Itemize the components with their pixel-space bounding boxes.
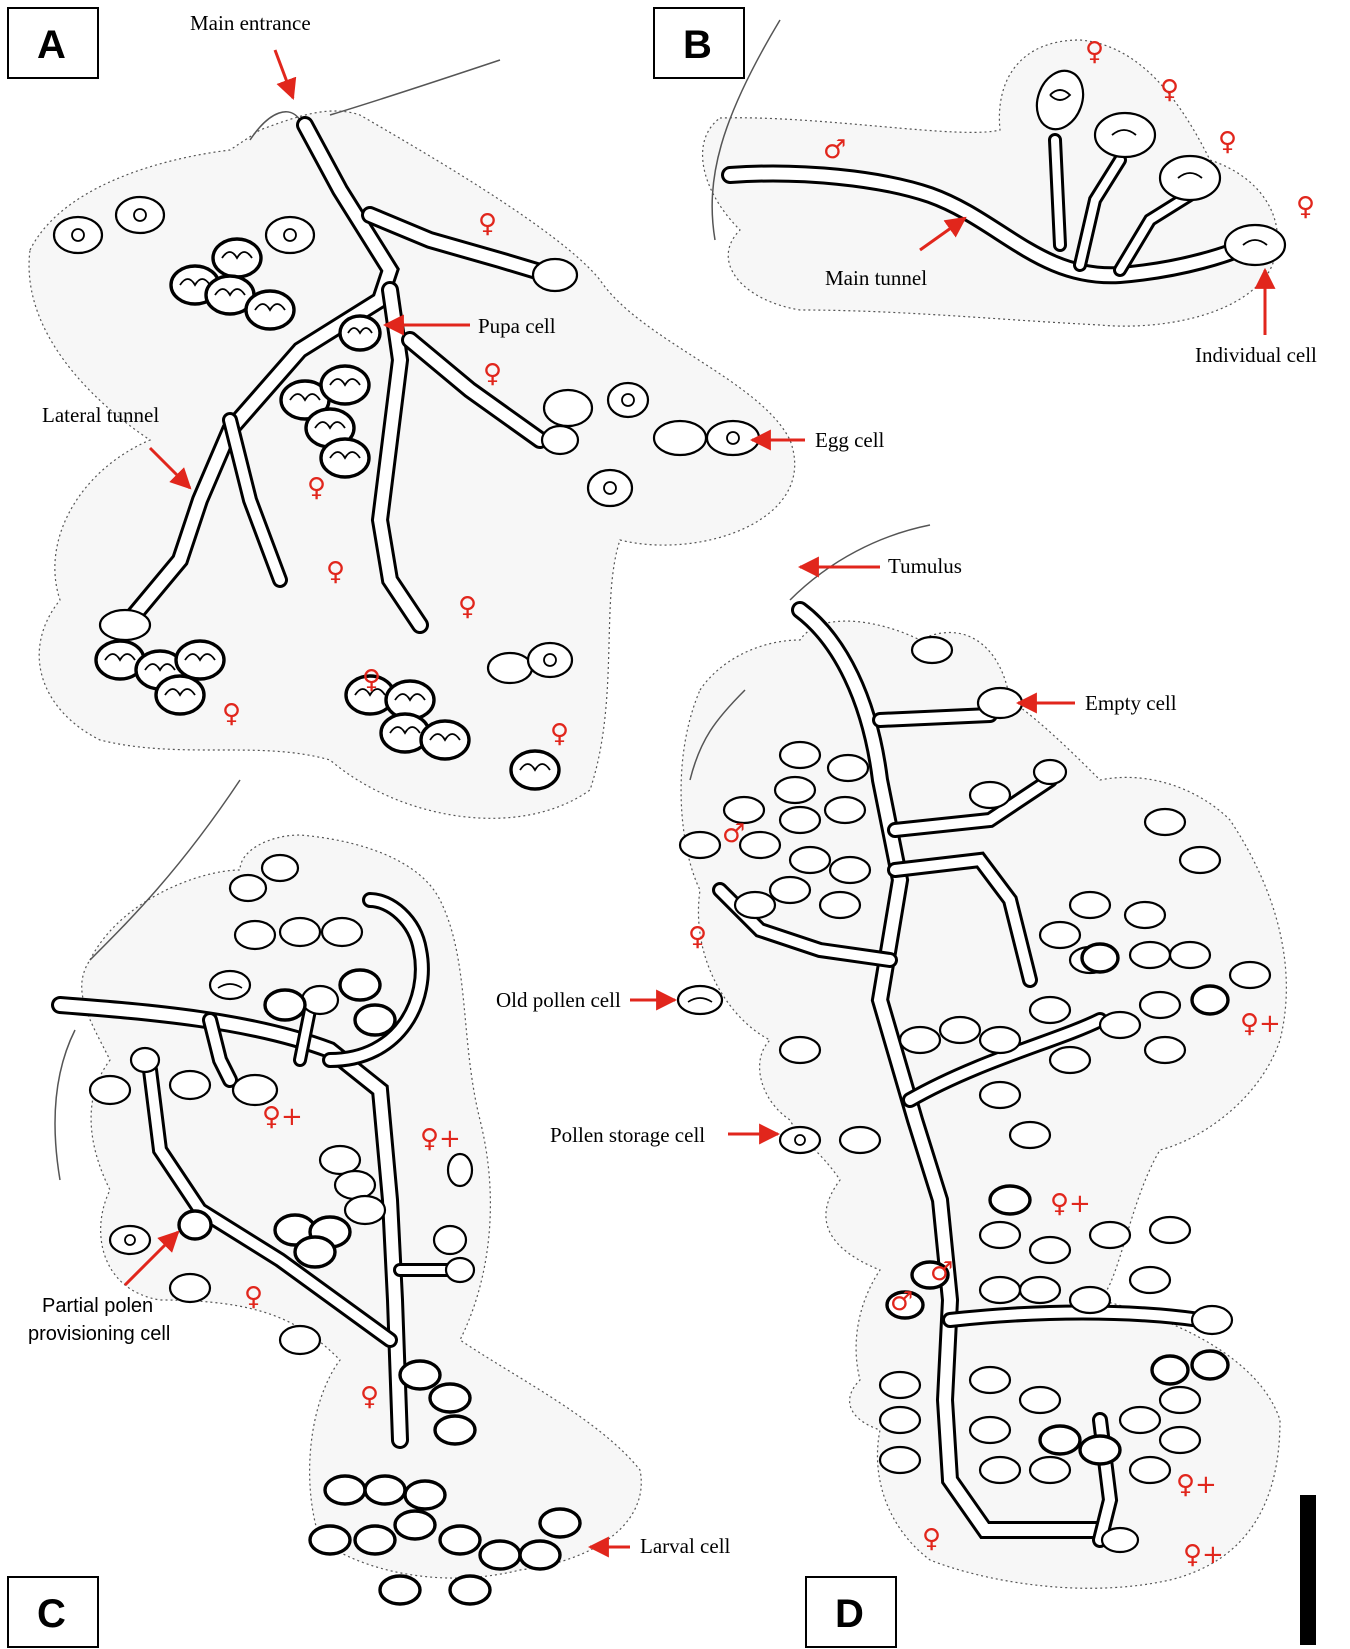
label-partial-pollen-line1: Partial polen [42, 1295, 153, 1317]
female-symbol: ♀ [922, 1524, 941, 1554]
female-symbol: ♀ [326, 557, 345, 587]
label-main-tunnel: Main tunnel [825, 266, 927, 290]
female-plus-symbol: ♀+ [1050, 1189, 1091, 1219]
female-symbol: ♀ [688, 922, 707, 952]
female-symbol: ♀ [458, 592, 477, 622]
female-symbol: ♀ [550, 719, 569, 749]
female-symbol: ♀ [1296, 192, 1315, 222]
label-pollen-storage-cell: Pollen storage cell [550, 1123, 705, 1147]
scale-bar [1300, 1495, 1316, 1645]
label-egg-cell: Egg cell [815, 428, 885, 452]
female-symbol: ♀ [1160, 75, 1179, 105]
panel-b: Main tunnel Individual cell ♀ ♀ ♀ ♀ ♂ B [654, 8, 1317, 367]
panel-c: Partial polen provisioning cell Larval c… [8, 780, 731, 1647]
female-symbol: ♀ [1218, 127, 1237, 157]
label-tumulus: Tumulus [888, 554, 962, 578]
female-symbol: ♀ [362, 665, 381, 695]
arrow-main-entrance [275, 50, 293, 98]
panel-c-ground-surface [55, 1030, 75, 1180]
female-symbol: ♀ [360, 1382, 379, 1412]
label-old-pollen-cell: Old pollen cell [496, 988, 621, 1012]
label-lateral-tunnel: Lateral tunnel [42, 403, 159, 427]
label-individual-cell: Individual cell [1195, 343, 1317, 367]
panel-a-letter: A [37, 23, 66, 67]
panel-b-letter: B [683, 23, 712, 67]
female-plus-symbol: ♀+ [420, 1124, 461, 1154]
female-symbol: ♀ [222, 699, 241, 729]
male-symbol: ♂ [823, 135, 846, 165]
female-symbol: ♀ [483, 359, 502, 389]
label-empty-cell: Empty cell [1085, 691, 1177, 715]
female-plus-symbol: ♀+ [1176, 1470, 1217, 1500]
female-symbol: ♀ [478, 209, 497, 239]
female-plus-symbol: ♀+ [262, 1102, 303, 1132]
label-larval-cell: Larval cell [640, 1534, 731, 1558]
female-symbol: ♀ [1085, 37, 1104, 67]
male-symbol: ♂ [890, 1287, 913, 1317]
panel-d-letter: D [835, 1592, 864, 1636]
male-symbol: ♂ [930, 1257, 953, 1287]
label-partial-pollen-line2: provisioning cell [28, 1323, 170, 1345]
female-plus-symbol: ♀+ [1240, 1009, 1281, 1039]
female-plus-symbol: ♀+ [1183, 1540, 1224, 1570]
male-symbol: ♂ [722, 819, 745, 849]
label-main-entrance: Main entrance [190, 11, 311, 35]
female-symbol: ♀ [307, 473, 326, 503]
female-symbol: ♀ [244, 1282, 263, 1312]
panel-c-letter: C [37, 1592, 66, 1636]
label-pupa-cell: Pupa cell [478, 314, 556, 338]
